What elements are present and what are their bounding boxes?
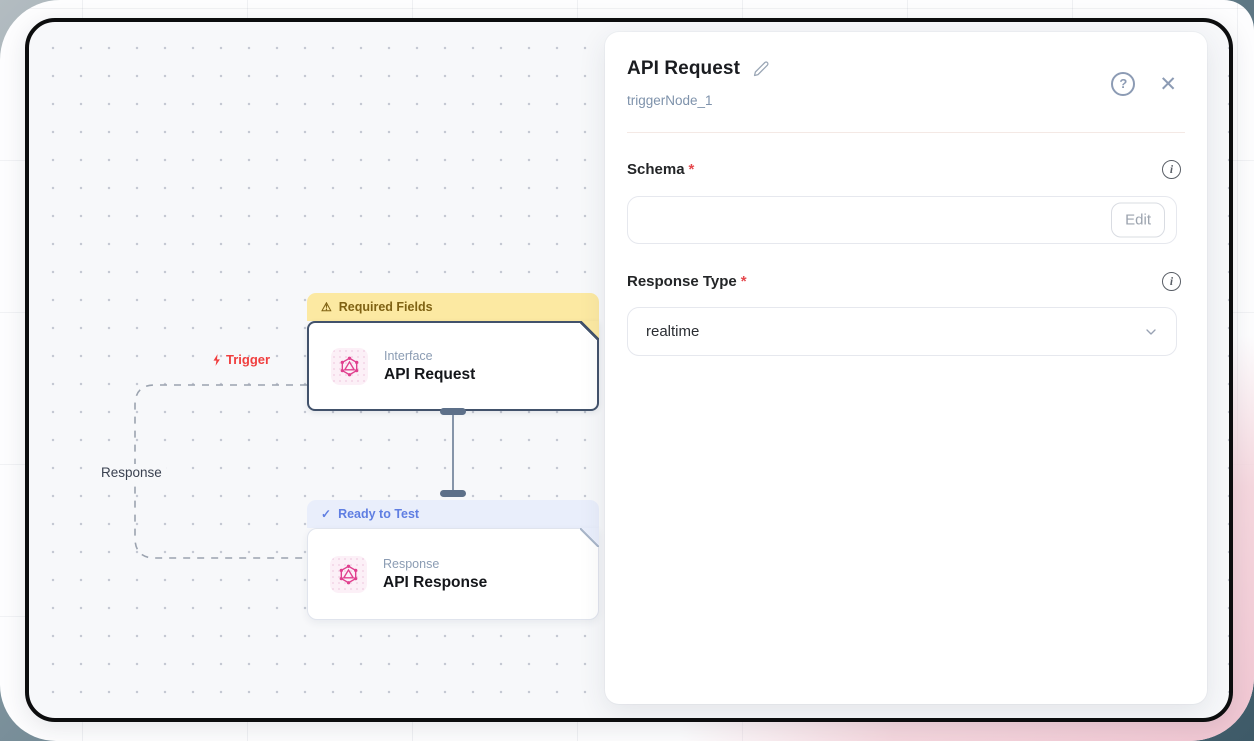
schema-label: Schema* (627, 161, 695, 178)
help-icon[interactable]: ? (1111, 72, 1136, 96)
node-category: Response (383, 556, 440, 571)
panel-divider (627, 132, 1185, 133)
info-icon[interactable]: i (1162, 160, 1181, 179)
lightning-bolt-icon (213, 353, 220, 366)
node-id: triggerNode_1 (627, 93, 713, 108)
trigger-edge-label: Trigger (210, 352, 270, 367)
node-title: API Request (384, 365, 476, 383)
required-marker: * (740, 273, 747, 290)
banner-label: Required Fields (338, 300, 433, 314)
node-card-api-response[interactable]: Response API Response (307, 528, 599, 620)
edit-schema-button[interactable]: Edit (1111, 202, 1165, 238)
schema-field: Schema* i Edit (627, 160, 1181, 244)
node-connector-edge (452, 411, 454, 494)
graphql-interface-icon (340, 356, 359, 376)
ready-to-test-banner: ✓ Ready to Test (307, 500, 599, 528)
schema-input[interactable]: Edit (627, 196, 1177, 244)
selected-value: realtime (646, 323, 700, 340)
required-fields-banner: ⚠ Required Fields (307, 293, 599, 321)
node-icon-tile (331, 347, 368, 385)
panel-header: API Request triggerNode_1 ? ✕ (627, 58, 1181, 108)
chevron-down-icon (1143, 324, 1159, 340)
node-icon-tile (330, 555, 367, 593)
node-inspector-panel: API Request triggerNode_1 ? ✕ Schema* (605, 32, 1207, 704)
info-icon[interactable]: i (1162, 272, 1181, 291)
response-type-select[interactable]: realtime (627, 307, 1177, 356)
node-api-request[interactable]: ⚠ Required Fields (307, 293, 599, 411)
warning-icon: ⚠ (321, 300, 332, 314)
check-icon: ✓ (321, 507, 332, 521)
rename-node-button[interactable] (750, 58, 772, 80)
node-card-api-request[interactable]: Interface API Request (307, 321, 599, 411)
node-api-response[interactable]: ✓ Ready to Test (307, 500, 599, 620)
required-marker: * (688, 161, 695, 178)
pencil-icon (753, 61, 769, 77)
response-type-label: Response Type* (627, 273, 747, 290)
node-title: API Response (383, 573, 488, 591)
response-edge-label: Response (97, 464, 166, 481)
response-type-field: Response Type* i realtime (627, 272, 1181, 356)
panel-title: API Request (627, 58, 741, 79)
source-handle[interactable] (440, 408, 466, 415)
close-icon[interactable]: ✕ (1159, 72, 1177, 96)
banner-label: Ready to Test (338, 507, 420, 521)
workflow-editor-frame: Trigger Response ⚠ Required Fields (25, 18, 1233, 722)
node-category: Interface (384, 348, 433, 363)
graphql-response-icon (339, 564, 358, 584)
corner-notch (580, 321, 599, 340)
target-handle[interactable] (440, 490, 466, 497)
corner-notch (580, 528, 599, 547)
